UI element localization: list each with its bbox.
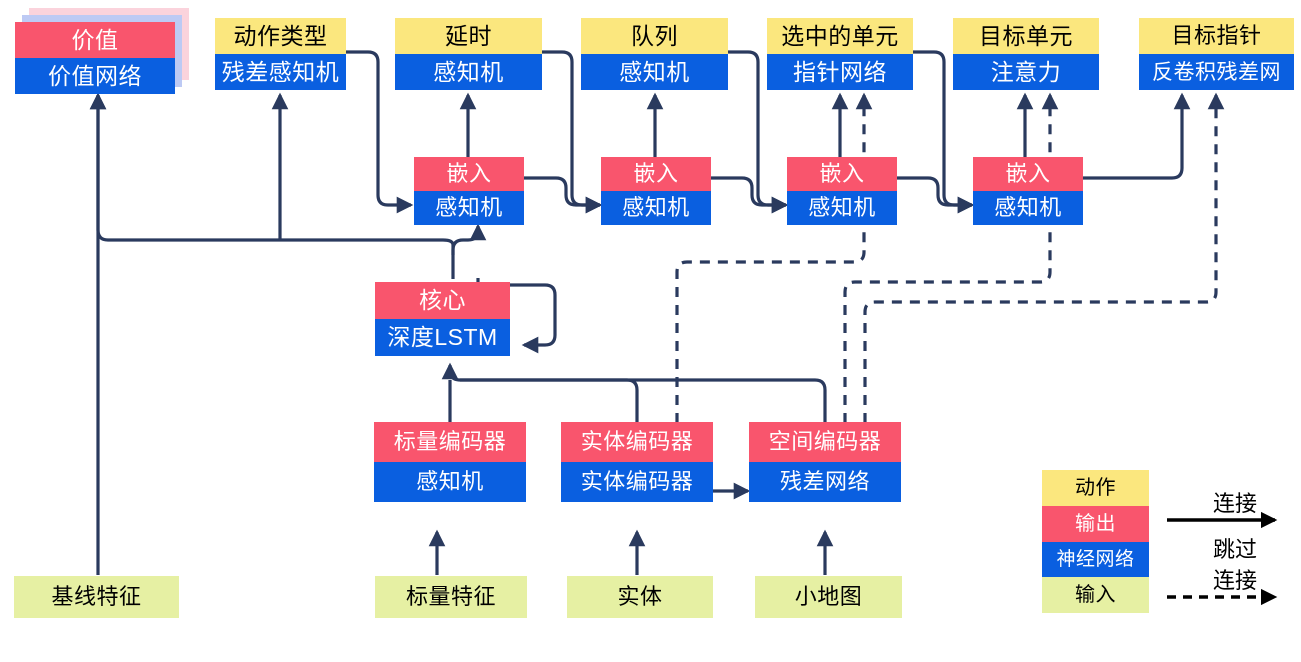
input-baseline-features-label: 基线特征 (14, 576, 179, 618)
node-spatial-encoder-bottom-label: 残差网络 (749, 462, 901, 502)
legend-skip-label-line2: 连接 (1212, 568, 1257, 593)
edge-embed1-to-embed2 (524, 176, 603, 214)
input-scalar-features-label: 标量特征 (375, 576, 527, 618)
node-selected-units[interactable]: 选中的单元 指针网络 (767, 18, 913, 90)
node-embed-3-bottom-label: 感知机 (787, 191, 897, 225)
edge-entity-bus-to-core (441, 362, 639, 423)
node-embed-3[interactable]: 嵌入 感知机 (787, 157, 897, 225)
legend-swatch-action: 动作 (1042, 470, 1149, 506)
edge-core-bus-left (89, 92, 455, 255)
edge-embed2-to-embed3 (711, 176, 789, 214)
node-value[interactable]: 价值 价值网络 (15, 22, 175, 94)
node-target-point-top-label: 目标指针 (1139, 18, 1294, 54)
input-entities[interactable]: 实体 (567, 576, 713, 618)
edge-embed4-to-target-point (1082, 92, 1191, 180)
legend-skip-label-line1: 跳过 (1212, 537, 1257, 562)
node-delay-top-label: 延时 (395, 18, 542, 54)
node-queue-top-label: 队列 (581, 18, 728, 54)
node-embed-2[interactable]: 嵌入 感知机 (601, 157, 711, 225)
legend-connection-label: 连接 (1212, 491, 1257, 516)
node-core-top-label: 核心 (375, 282, 510, 319)
node-embed-3-top-label: 嵌入 (787, 157, 897, 191)
node-entity-encoder-top-label: 实体编码器 (561, 422, 713, 462)
node-selected-units-bottom-label: 指针网络 (767, 54, 913, 90)
node-value-bottom-label: 价值网络 (15, 58, 175, 94)
node-entity-encoder-bottom-label: 实体编码器 (561, 462, 713, 502)
node-embed-4[interactable]: 嵌入 感知机 (973, 157, 1083, 225)
node-embed-4-bottom-label: 感知机 (973, 191, 1083, 225)
node-queue-bottom-label: 感知机 (581, 54, 728, 90)
edge-spatial-bus-to-core (460, 378, 827, 423)
input-minimap-label: 小地图 (755, 576, 902, 618)
node-action-type-bottom-label: 残差感知机 (215, 54, 346, 90)
skip-spatial-encoder-to-target-unit (843, 92, 1059, 423)
node-embed-1-top-label: 嵌入 (414, 157, 524, 191)
node-delay-bottom-label: 感知机 (395, 54, 542, 90)
node-target-unit[interactable]: 目标单元 注意力 (953, 18, 1099, 90)
legend-swatches: 动作 输出 神经网络 输入 (1042, 470, 1149, 613)
node-target-point-bottom-label: 反卷积残差网 (1139, 54, 1294, 90)
node-scalar-encoder-bottom-label: 感知机 (374, 462, 526, 502)
node-core-bottom-label: 深度LSTM (375, 319, 510, 356)
node-selected-units-top-label: 选中的单元 (767, 18, 913, 54)
node-entity-encoder[interactable]: 实体编码器 实体编码器 (561, 422, 713, 502)
node-target-point[interactable]: 目标指针 反卷积残差网 (1139, 18, 1294, 90)
input-minimap[interactable]: 小地图 (755, 576, 902, 618)
node-value-top-label: 价值 (15, 22, 175, 58)
node-spatial-encoder-top-label: 空间编码器 (749, 422, 901, 462)
skip-entity-encoder-to-selected-units (675, 92, 873, 423)
node-delay[interactable]: 延时 感知机 (395, 18, 542, 90)
legend-swatch-network: 神经网络 (1042, 542, 1149, 577)
node-embed-4-top-label: 嵌入 (973, 157, 1083, 191)
input-baseline-features[interactable]: 基线特征 (14, 576, 179, 618)
node-embed-2-top-label: 嵌入 (601, 157, 711, 191)
edge-embed3-to-embed4 (897, 176, 975, 214)
node-spatial-encoder[interactable]: 空间编码器 残差网络 (749, 422, 901, 502)
node-action-type[interactable]: 动作类型 残差感知机 (215, 18, 346, 90)
node-core[interactable]: 核心 深度LSTM (375, 282, 510, 356)
edge-core-to-embed1 (451, 223, 487, 279)
edge-core-self-loop (510, 283, 557, 354)
legend-swatch-input: 输入 (1042, 577, 1149, 613)
node-target-unit-bottom-label: 注意力 (953, 54, 1099, 90)
node-scalar-encoder-top-label: 标量编码器 (374, 422, 526, 462)
legend-swatch-output: 输出 (1042, 506, 1149, 542)
input-entities-label: 实体 (567, 576, 713, 618)
legend-arrow-layer (1167, 511, 1278, 606)
input-scalar-features[interactable]: 标量特征 (375, 576, 527, 618)
node-action-type-top-label: 动作类型 (215, 18, 346, 54)
node-embed-2-bottom-label: 感知机 (601, 191, 711, 225)
node-queue[interactable]: 队列 感知机 (581, 18, 728, 90)
skip-spatial-encoder-to-target-point (863, 92, 1225, 423)
node-embed-1-bottom-label: 感知机 (414, 191, 524, 225)
node-embed-1[interactable]: 嵌入 感知机 (414, 157, 524, 225)
node-target-unit-top-label: 目标单元 (953, 18, 1099, 54)
node-scalar-encoder[interactable]: 标量编码器 感知机 (374, 422, 526, 502)
